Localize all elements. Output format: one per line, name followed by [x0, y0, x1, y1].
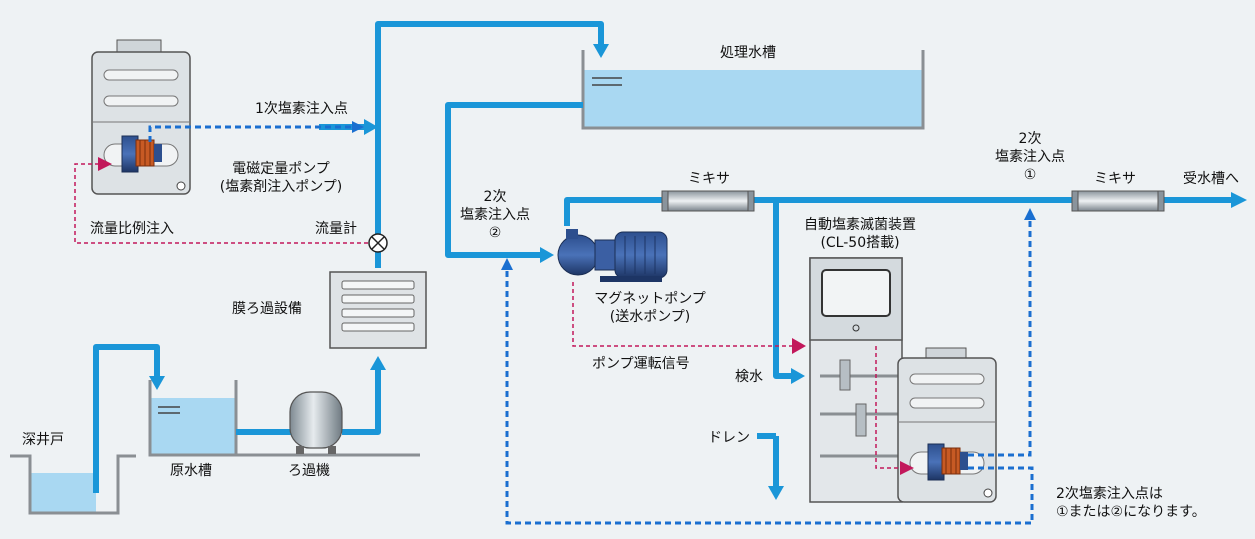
mixer-right-unit — [1071, 190, 1165, 212]
metering-pump-primary — [121, 135, 162, 173]
label-flow-meter: 流量計 — [315, 221, 357, 237]
label-sterilizer-line1: 自動塩素滅菌装置 — [804, 217, 916, 233]
label-treated-tank: 処理水槽 — [720, 45, 776, 61]
deep-well — [10, 454, 136, 515]
label-secondary-point-1-line1: 2次 — [1018, 131, 1042, 147]
flow-meter-symbol — [368, 233, 388, 253]
label-sterilizer: 自動塩素滅菌装置 (CL-50搭載) — [790, 216, 930, 252]
label-magnet-pump: マグネットポンプ (送水ポンプ) — [575, 290, 725, 326]
label-magnet-pump-line1: マグネットポンプ — [594, 291, 706, 307]
treated-water-tank — [581, 50, 925, 130]
label-to-receiving-tank: 受水槽へ — [1183, 171, 1239, 187]
label-pump-signal: ポンプ運転信号 — [592, 356, 690, 372]
label-filter: ろ過機 — [288, 463, 330, 479]
label-raw-tank: 原水槽 — [170, 463, 212, 479]
label-secondary-point-1-line2: 塩素注入点 — [995, 149, 1065, 165]
membrane-unit — [329, 271, 427, 349]
label-deep-well: 深井戸 — [22, 432, 64, 448]
chlorine-dosing-lines — [148, 125, 1034, 525]
label-primary-injection-point: 1次塩素注入点 — [255, 101, 348, 117]
raw-water-tank — [148, 380, 420, 457]
label-membrane: 膜ろ過設備 — [232, 301, 302, 317]
label-note: 2次塩素注入点は ①または②になります。 — [1056, 485, 1206, 521]
filter-unit — [289, 391, 343, 454]
label-sampling: 検水 — [735, 369, 763, 385]
label-secondary-point-2: 2次 塩素注入点 ② — [450, 188, 540, 242]
label-flow-proportional: 流量比例注入 — [90, 221, 174, 237]
signal-arrowheads — [98, 157, 914, 475]
chlorine-tank-secondary — [897, 347, 997, 503]
metering-pump-secondary — [927, 443, 968, 481]
label-secondary-point-1: 2次 塩素注入点 ① — [985, 130, 1075, 184]
water-pipes — [93, 21, 1233, 493]
label-note-line2: ①または②になります。 — [1056, 504, 1206, 520]
label-secondary-point-2-line1: 2次 — [483, 189, 507, 205]
label-metering-pump-line1: 電磁定量ポンプ — [232, 161, 330, 177]
label-metering-pump-line2: (塩素剤注入ポンプ) — [219, 179, 343, 195]
label-drain: ドレン — [708, 430, 750, 446]
label-secondary-point-1-num: ① — [1023, 167, 1037, 183]
pipe-arrowheads — [149, 44, 1247, 500]
label-secondary-point-2-line2: 塩素注入点 — [460, 207, 530, 223]
label-secondary-point-2-num: ② — [488, 225, 502, 241]
label-note-line1: 2次塩素注入点は — [1056, 486, 1163, 502]
label-mixer-right: ミキサ — [1094, 171, 1136, 187]
chlorine-tank-primary — [91, 39, 191, 195]
label-metering-pump: 電磁定量ポンプ (塩素剤注入ポンプ) — [196, 160, 366, 196]
chlorine-arrowheads — [352, 121, 1036, 270]
signal-lines — [74, 163, 900, 469]
mixer-left-unit — [661, 190, 755, 212]
label-mixer-left: ミキサ — [688, 171, 730, 187]
label-sterilizer-line2: (CL-50搭載) — [820, 235, 900, 251]
sterilizer-cabinet — [809, 257, 903, 503]
magnet-pump — [557, 229, 668, 282]
label-magnet-pump-line2: (送水ポンプ) — [609, 309, 691, 325]
